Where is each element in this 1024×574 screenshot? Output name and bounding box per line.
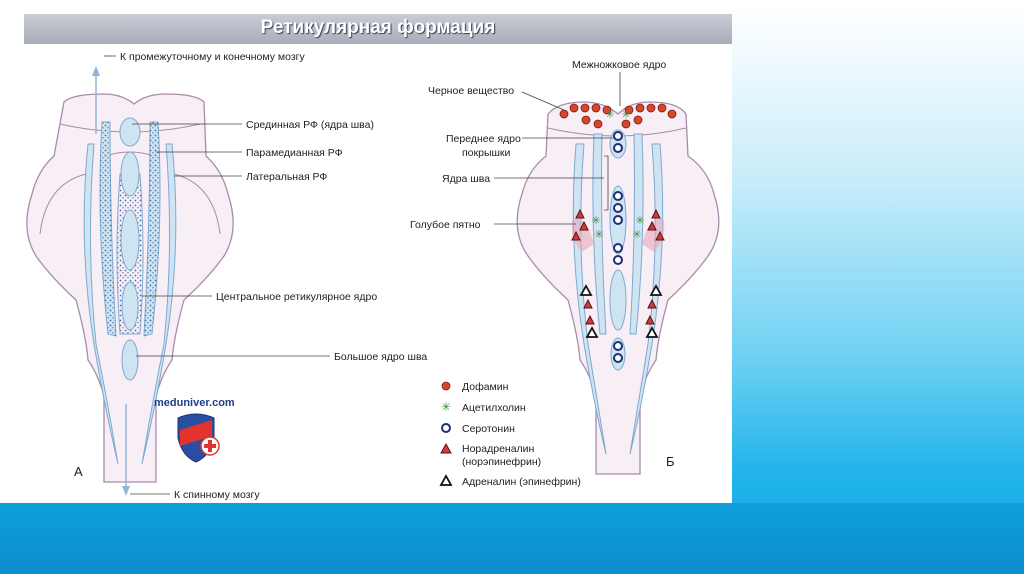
legend-item-adrenaline: Адреналин (эпинефрин) [439, 474, 581, 488]
serotonin-markers [613, 131, 623, 363]
label-raphe: Ядра шва [442, 173, 490, 185]
label-substantia-nigra: Черное вещество [428, 85, 514, 97]
label-anterior-tegmental-1: Переднее ядро [446, 133, 521, 145]
label-median: Срединная РФ (ядра шва) [246, 119, 374, 131]
svg-text:✳: ✳ [635, 215, 644, 227]
legend-item-acetylcholine: ✳ Ацетилхолин [441, 400, 526, 414]
locus-coeruleus-left [571, 219, 594, 252]
column-b-left [572, 143, 607, 455]
svg-text:✳: ✳ [632, 229, 641, 241]
svg-text:✳: ✳ [594, 229, 603, 241]
label-anterior-tegmental-2: покрышки [462, 147, 511, 159]
label-central: Центральное ретикулярное ядро [216, 291, 377, 303]
legend-label-serotonin: Серотонин [462, 423, 515, 435]
legend-label-noradrenaline-2: (норэпинефрин) [462, 456, 541, 468]
raphe-bracket [604, 155, 609, 211]
dopamine-dot-icon [441, 381, 451, 391]
label-paramedian: Парамедианная РФ [246, 147, 343, 159]
page-title: Ретикулярная формация [260, 17, 496, 38]
legend-item-serotonin: Серотонин [441, 423, 515, 435]
median-raphe-2 [120, 151, 140, 197]
legend: Дофамин ✳ Ацетилхолин Серотонин Норадрен… [439, 381, 581, 488]
legend-label-adrenaline: Адреналин (эпинефрин) [462, 476, 581, 488]
diagram-figure: К промежуточному и конечному мозгу Среди… [24, 44, 732, 503]
down-arrow-icon [122, 486, 130, 496]
column-b-inner-right [629, 133, 644, 335]
lateral-column-left [83, 143, 119, 465]
raphe-magnus [121, 339, 139, 381]
acetylcholine-markers: ✳ ✳ ✳ ✳ ✳ ✳ [591, 109, 644, 241]
svg-text:✳: ✳ [591, 215, 600, 227]
shield-logo-icon [177, 413, 220, 463]
watermark-text: meduniver.com [154, 397, 235, 409]
svg-text:✳: ✳ [621, 109, 630, 121]
dopamine-markers [559, 103, 677, 129]
legend-label-dopamine: Дофамин [462, 381, 509, 393]
legend-item-dopamine: Дофамин [441, 381, 509, 393]
median-raphe-3 [120, 209, 140, 271]
svg-text:✳: ✳ [605, 109, 614, 121]
column-b-inner-left [592, 133, 607, 335]
legend-label-noradrenaline: Норадреналин [462, 443, 535, 455]
column-b-right [629, 143, 664, 455]
label-bottom-arrow: К спинному мозгу [174, 489, 260, 501]
label-interpeduncular: Межножковое ядро [572, 59, 666, 71]
panel-a: К промежуточному и конечному мозгу Среди… [26, 51, 427, 501]
noradrenaline-triangle-icon [440, 442, 452, 454]
label-raphe-magnus: Большое ядро шва [334, 351, 427, 363]
paramedian-dots-right [144, 122, 160, 336]
outline-curve-d [39, 173, 87, 235]
lateral-column-right [141, 143, 177, 465]
adrenaline-triangle-icon [439, 474, 453, 486]
noradrenaline-markers [571, 208, 665, 325]
panel-letter-a: А [74, 464, 83, 479]
median-raphe-1 [119, 117, 141, 147]
label-locus-coeruleus: Голубое пятно [410, 219, 481, 231]
up-arrow-icon [92, 66, 100, 76]
serotonin-ring-icon [441, 423, 451, 433]
locus-coeruleus-right [642, 219, 665, 252]
slide-bottom-band [0, 503, 1024, 574]
panel-b: ✳✳ ✳✳ ✳✳ Межножковое я [410, 59, 720, 475]
adrenaline-markers [579, 284, 663, 338]
leader-substantia-nigra [521, 91, 565, 111]
acetylcholine-star-icon: ✳ [441, 400, 451, 414]
panel-letter-b: Б [666, 454, 675, 469]
legend-label-acetylcholine: Ацетилхолин [462, 402, 526, 414]
title-bar: Ретикулярная формация [24, 14, 732, 47]
diagram-svg: К промежуточному и конечному мозгу Среди… [26, 51, 720, 501]
paramedian-dots-left [100, 122, 116, 336]
raphe-b-3 [609, 269, 627, 331]
median-raphe-4 [121, 281, 139, 331]
label-top-arrow: К промежуточному и конечному мозгу [120, 51, 305, 63]
legend-item-noradrenaline: Норадреналин (норэпинефрин) [440, 442, 541, 468]
label-lateral: Латеральная РФ [246, 171, 327, 183]
